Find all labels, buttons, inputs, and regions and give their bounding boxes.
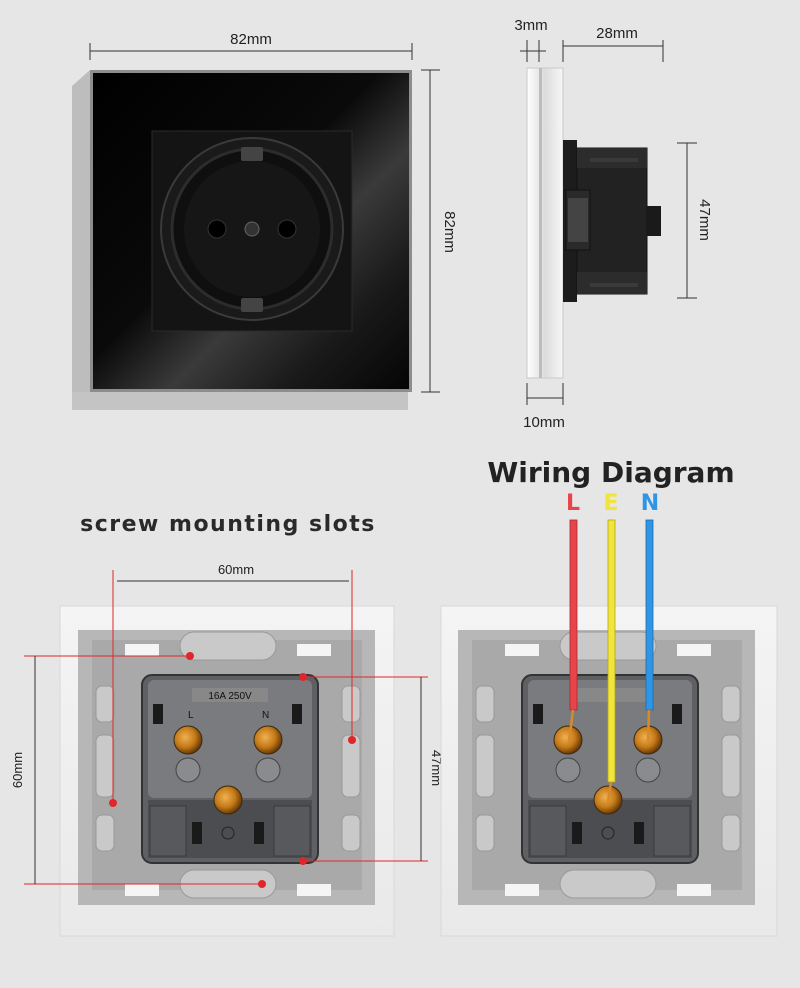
earth-clip-bottom xyxy=(241,298,263,312)
wiring-diagram-title: Wiring Diagram xyxy=(487,456,734,489)
body-height-label: 47mm xyxy=(696,199,713,241)
front-view: 82mm 82mm xyxy=(72,31,458,410)
pin-hole-right xyxy=(277,219,297,239)
live-wire-core xyxy=(567,709,575,743)
front-width-label: 82mm xyxy=(230,31,272,48)
depth-dimension: 28mm xyxy=(562,25,664,62)
neutral-terminal xyxy=(253,725,283,755)
glass-edge-line xyxy=(539,68,542,378)
depth-label: 28mm xyxy=(596,25,638,42)
front-height-dimension: 82mm xyxy=(421,69,458,393)
neutral-marking: N xyxy=(262,710,269,721)
socket-module-back: 16A 250V L N xyxy=(141,674,319,864)
wire-letter-live: L xyxy=(566,491,580,516)
earth-symbol-icon xyxy=(221,826,235,840)
vertical-spacing-label: 60mm xyxy=(10,752,25,788)
earth-clip-top xyxy=(241,147,263,161)
mounting-module: 16A 250V L N xyxy=(10,562,444,937)
front-height-label: 82mm xyxy=(441,211,458,253)
neutral-wire xyxy=(645,519,654,711)
live-marking: L xyxy=(188,710,194,721)
glass-thickness-dimension: 3mm xyxy=(514,17,548,62)
earth-wire-core xyxy=(606,781,613,803)
wire-letter-earth: E xyxy=(603,491,618,516)
horizontal-spacing-label: 60mm xyxy=(218,562,254,577)
glass-thickness-label: 3mm xyxy=(514,17,547,34)
pin-hole-left xyxy=(207,219,227,239)
earth-wire xyxy=(607,519,616,783)
wiring-module xyxy=(440,519,778,937)
frame-thickness-dimension: 10mm xyxy=(523,383,565,431)
wire-letter-neutral: N xyxy=(641,491,659,516)
mounting-title: screw mounting slots xyxy=(80,512,376,537)
live-terminal xyxy=(173,725,203,755)
center-screw-icon xyxy=(244,221,260,237)
module-height-label: 47mm xyxy=(429,750,444,786)
plate-shadow-bottom xyxy=(72,392,408,410)
body-height-dimension: 47mm xyxy=(677,142,713,299)
live-wire xyxy=(569,519,578,711)
module-body-side xyxy=(563,140,661,302)
plate-shadow xyxy=(72,70,90,410)
mounting-reference-lines xyxy=(24,570,428,885)
side-view: 3mm 28mm 47mm xyxy=(514,17,713,431)
front-width-dimension: 82mm xyxy=(89,31,413,60)
wires xyxy=(567,519,654,803)
mounting-dimension-lines xyxy=(34,580,422,884)
earth-terminal xyxy=(213,785,243,815)
frame-thickness-label: 10mm xyxy=(523,414,565,431)
neutral-wire-core xyxy=(646,709,651,743)
plate-edge xyxy=(526,67,564,379)
rating-marking: 16A 250V xyxy=(208,691,252,702)
